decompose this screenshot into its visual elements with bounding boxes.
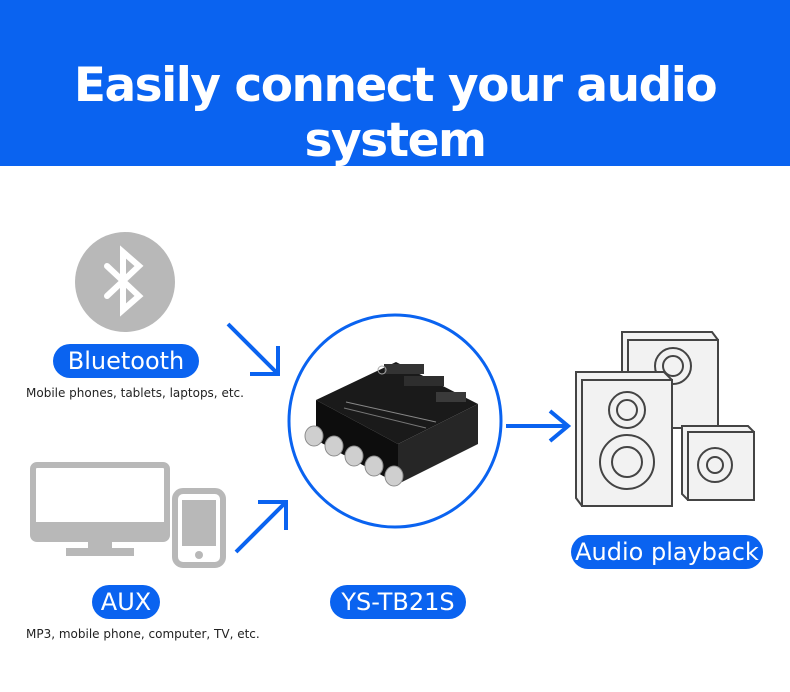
speakers-icon [575, 331, 755, 507]
page-title: Easily connect your audio system [73, 58, 718, 168]
bluetooth-icon [75, 232, 175, 332]
aux-caption: MP3, mobile phone, computer, TV, etc. [26, 627, 260, 641]
header-banner: Easily connect your audio system [0, 0, 790, 168]
amplifier-board-image [287, 313, 503, 529]
arrow-icon [234, 500, 288, 554]
bluetooth-caption: Mobile phones, tablets, laptops, etc. [26, 386, 244, 400]
arrow-icon [226, 322, 280, 376]
output-label: Audio playback [571, 535, 763, 569]
aux-label: AUX [92, 585, 160, 619]
phone-icon [172, 488, 226, 568]
arrow-icon [506, 409, 572, 443]
device-label: YS-TB21S [330, 585, 466, 619]
monitor-icon [30, 462, 170, 556]
bluetooth-label: Bluetooth [53, 344, 199, 378]
